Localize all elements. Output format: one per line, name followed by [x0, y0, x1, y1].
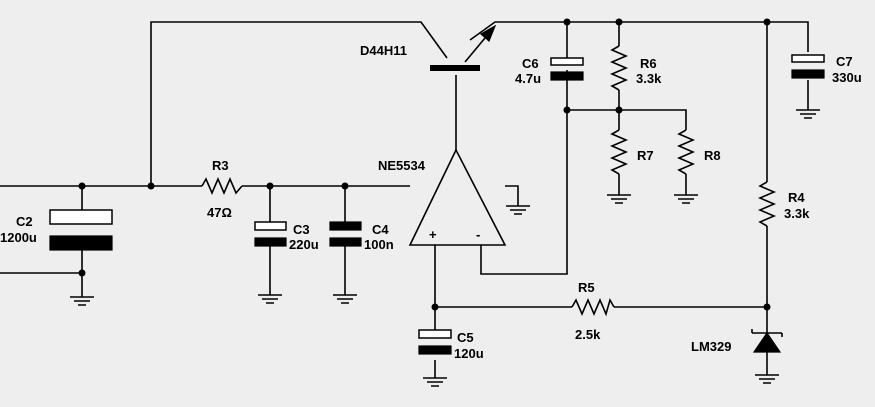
junction-dot — [763, 18, 771, 26]
c4-value: 100n — [364, 237, 394, 252]
junction-dot — [431, 303, 439, 311]
junction-dot — [615, 106, 623, 114]
r6-value: 3.3k — [636, 71, 662, 86]
zener-label: LM329 — [691, 339, 731, 354]
r4-name: R4 — [788, 190, 805, 205]
ground-icon — [258, 294, 282, 304]
r8-name: R8 — [704, 148, 721, 163]
ground-icon — [333, 294, 357, 304]
r5-value: 2.5k — [575, 327, 601, 342]
c7-name: C7 — [836, 54, 853, 69]
junctions — [78, 18, 771, 311]
resistor-r4: R4 3.3k — [757, 181, 810, 227]
capacitor-c2: C2 1200u — [0, 209, 113, 251]
ground-icon — [607, 194, 631, 204]
c3-value: 220u — [289, 237, 319, 252]
opamp-label: NE5534 — [378, 158, 426, 173]
junction-dot — [563, 18, 571, 26]
emitter-arrow-icon — [479, 24, 497, 43]
wires — [0, 21, 809, 378]
r4-value: 3.3k — [784, 206, 810, 221]
resistor-r8: R8 — [676, 129, 721, 175]
ground-symbols — [70, 109, 820, 387]
junction-dot — [78, 182, 86, 190]
r3-name: R3 — [212, 158, 229, 173]
opamp-plus-label: + — [429, 227, 437, 242]
capacitor-c5: C5 120u — [418, 329, 484, 361]
ground-icon — [796, 109, 820, 119]
ground-icon — [423, 377, 447, 387]
capacitor-c3: C3 220u — [254, 221, 319, 252]
c3-name: C3 — [293, 222, 310, 237]
c2-name: C2 — [16, 214, 33, 229]
capacitor-c6: C6 4.7u — [515, 56, 584, 86]
r6-name: R6 — [640, 56, 657, 71]
junction-dot — [147, 182, 155, 190]
zener-lm329: LM329 — [691, 323, 783, 354]
resistor-r6: R6 3.3k — [609, 45, 662, 91]
junction-dot — [341, 182, 349, 190]
capacitor-c7: C7 330u — [791, 54, 862, 85]
junction-dot — [763, 303, 771, 311]
ground-icon — [674, 194, 698, 204]
zener-bar-icon — [751, 329, 783, 337]
transistor-label: D44H11 — [360, 43, 407, 58]
r3-value: 47Ω — [207, 205, 232, 220]
c6-value: 4.7u — [515, 71, 541, 86]
c5-value: 120u — [454, 346, 484, 361]
c7-value: 330u — [832, 70, 862, 85]
resistor-r5: R5 2.5k — [571, 280, 615, 342]
opamp-minus-label: - — [476, 227, 480, 242]
junction-dot — [266, 182, 274, 190]
c4-name: C4 — [372, 222, 389, 237]
junction-dot — [615, 18, 623, 26]
ground-icon — [755, 374, 779, 384]
resistor-r3: R3 47Ω — [201, 158, 243, 220]
c5-name: C5 — [457, 330, 474, 345]
transistor-d44h11: D44H11 — [360, 24, 497, 71]
r7-name: R7 — [637, 148, 654, 163]
ground-icon — [506, 205, 530, 215]
junction-dot — [563, 106, 571, 114]
junction-dot — [78, 269, 86, 277]
resistor-r7: R7 — [609, 129, 654, 175]
opamp-ne5534: + - NE5534 — [378, 148, 507, 246]
ground-icon — [70, 296, 94, 306]
c6-name: C6 — [522, 56, 539, 71]
c2-value: 1200u — [0, 230, 37, 245]
r5-name: R5 — [578, 280, 595, 295]
capacitor-c4: C4 100n — [329, 221, 394, 252]
